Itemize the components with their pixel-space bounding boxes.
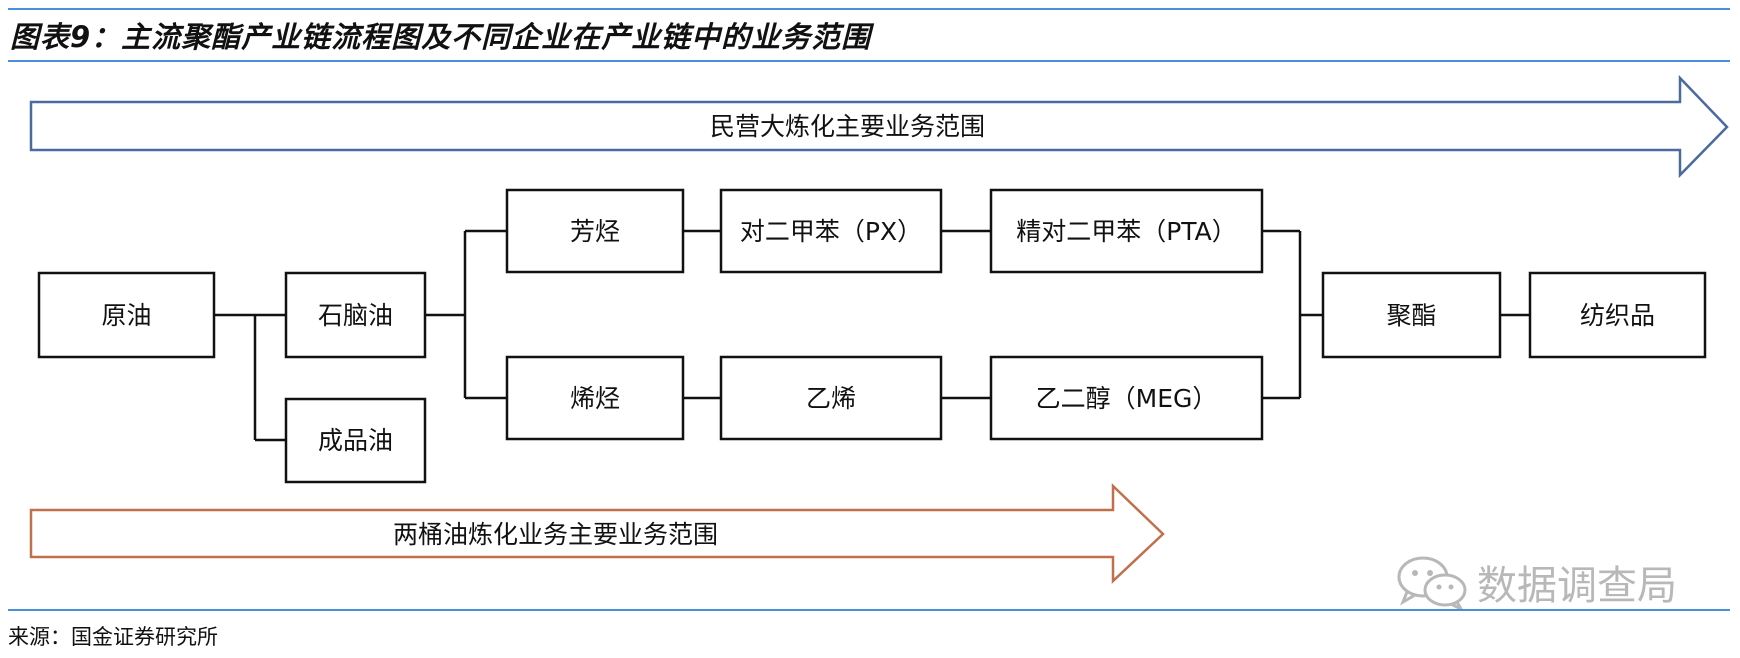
connectors xyxy=(214,229,1530,442)
node-px: 对二甲苯（PX） xyxy=(719,188,943,274)
svg-text:成品油: 成品油 xyxy=(318,426,393,455)
svg-text:对二甲苯（PX）: 对二甲苯（PX） xyxy=(740,217,922,246)
svg-text:烯烃: 烯烃 xyxy=(570,384,620,413)
svg-text:芳烃: 芳烃 xyxy=(570,217,620,246)
node-meg: 乙二醇（MEG） xyxy=(989,355,1264,441)
svg-text:聚酯: 聚酯 xyxy=(1386,301,1436,330)
top-rule xyxy=(8,8,1730,10)
svg-text:乙烯: 乙烯 xyxy=(806,384,856,413)
node-ethylene: 乙烯 xyxy=(719,355,943,441)
node-pta: 精对二甲苯（PTA） xyxy=(989,188,1264,274)
bottom-rule xyxy=(8,609,1730,611)
node-aromatics: 芳烃 xyxy=(505,188,685,274)
state-scope-label: 两桶油炼化业务主要业务范围 xyxy=(393,520,718,549)
figure-title: 图表9：主流聚酯产业链流程图及不同企业在产业链中的业务范围 xyxy=(10,20,872,54)
wechat-icon xyxy=(1397,556,1467,610)
svg-text:精对二甲苯（PTA）: 精对二甲苯（PTA） xyxy=(1016,217,1237,246)
watermark: 数据调查局 xyxy=(1395,553,1677,611)
svg-text:乙二醇（MEG）: 乙二醇（MEG） xyxy=(1036,384,1218,413)
state-scope-arrow xyxy=(29,483,1165,584)
svg-text:原油: 原油 xyxy=(101,301,151,330)
node-crude-oil: 原油 xyxy=(37,271,216,359)
node-polyester: 聚酯 xyxy=(1321,271,1502,359)
node-naphtha: 石脑油 xyxy=(284,271,427,359)
title-rule xyxy=(8,60,1730,62)
node-textiles: 纺织品 xyxy=(1528,271,1707,359)
node-refined-oil: 成品油 xyxy=(284,397,427,484)
private-scope-arrow xyxy=(29,74,1729,179)
watermark-text: 数据调查局 xyxy=(1477,563,1677,609)
node-olefins: 烯烃 xyxy=(505,355,685,441)
svg-text:纺织品: 纺织品 xyxy=(1580,301,1655,330)
private-scope-label: 民营大炼化主要业务范围 xyxy=(710,112,985,141)
source-note: 来源：国金证券研究所 xyxy=(8,625,218,649)
svg-text:石脑油: 石脑油 xyxy=(318,301,393,330)
